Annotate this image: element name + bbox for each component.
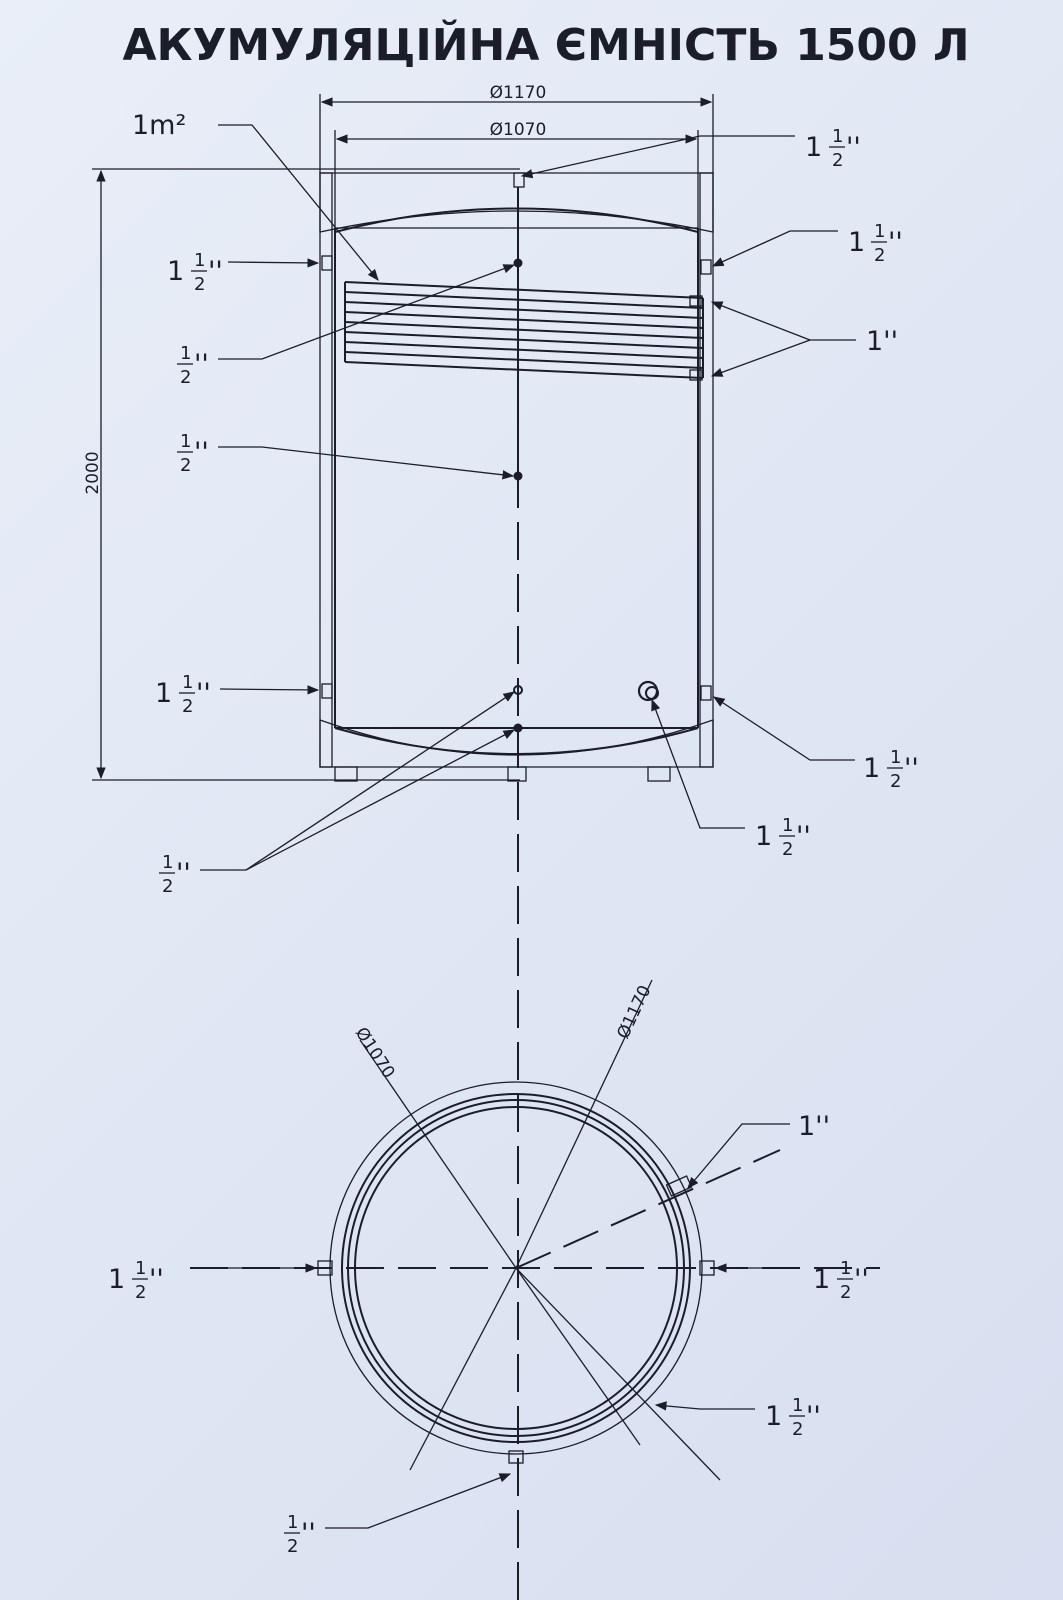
svg-text:1: 1 <box>135 1258 146 1279</box>
svg-text:'': '' <box>854 1264 869 1295</box>
svg-text:1'': 1'' <box>866 326 898 357</box>
svg-text:1: 1 <box>890 747 901 768</box>
svg-text:2: 2 <box>840 1282 851 1303</box>
svg-text:1: 1 <box>180 343 191 364</box>
tv-dim-inner: Ø1070 <box>351 1024 399 1082</box>
svg-text:1: 1 <box>805 132 822 163</box>
tv-label-left: 1 1 2 '' <box>108 1258 318 1303</box>
svg-text:'': '' <box>806 1401 821 1432</box>
svg-text:'': '' <box>176 858 191 889</box>
svg-text:2: 2 <box>890 771 901 792</box>
svg-text:1: 1 <box>874 221 885 242</box>
svg-text:2: 2 <box>782 839 793 860</box>
svg-text:1'': 1'' <box>798 1111 830 1142</box>
svg-text:2: 2 <box>194 274 205 295</box>
label-sensor-middle: 1 2 '' <box>177 431 515 480</box>
svg-text:1: 1 <box>840 1258 851 1279</box>
svg-text:1: 1 <box>792 1395 803 1416</box>
svg-text:1: 1 <box>755 821 772 852</box>
svg-text:'': '' <box>846 132 861 163</box>
tv-dim-outer: Ø1170 <box>613 982 655 1042</box>
svg-text:1: 1 <box>813 1264 830 1295</box>
svg-text:1: 1 <box>155 678 172 709</box>
svg-text:'': '' <box>194 349 209 380</box>
svg-text:2: 2 <box>874 245 885 266</box>
dim-outer-diameter: Ø1170 <box>490 83 547 103</box>
label-right-lower: 1 1 2 '' <box>713 696 919 792</box>
label-coil: 1'' <box>710 301 898 377</box>
svg-text:2: 2 <box>832 150 843 171</box>
label-bottom-port: 1 1 2 '' <box>651 698 811 860</box>
top-view: Ø1070 Ø1170 1'' 1 1 2 '' 1 1 2 '' 1 <box>108 979 880 1557</box>
svg-text:1: 1 <box>194 250 205 271</box>
svg-text:'': '' <box>301 1518 316 1549</box>
svg-text:1: 1 <box>848 227 865 258</box>
svg-text:1: 1 <box>180 431 191 452</box>
svg-text:1: 1 <box>863 753 880 784</box>
tv-label-bottom: 1 2 '' <box>284 1473 512 1557</box>
svg-text:2: 2 <box>287 1536 298 1557</box>
label-right-upper: 1 1 2 '' <box>711 221 903 267</box>
svg-text:'': '' <box>196 678 211 709</box>
tv-label-right: 1 1 2 '' <box>714 1258 869 1303</box>
tv-label-coil: 1'' <box>687 1111 830 1189</box>
svg-text:2: 2 <box>182 696 193 717</box>
coil-area-label: 1m² <box>132 110 186 141</box>
svg-text:2: 2 <box>180 367 191 388</box>
dim-height: 2000 <box>83 451 103 494</box>
side-view: Ø1170 Ø1070 2000 1m² 1 1 2 '' 1 1 2 '' <box>83 83 919 1600</box>
label-top-center: 1 1 2 '' <box>520 126 861 179</box>
svg-text:2: 2 <box>135 1282 146 1303</box>
svg-text:1: 1 <box>765 1401 782 1432</box>
svg-text:2: 2 <box>792 1419 803 1440</box>
svg-text:2: 2 <box>162 876 173 897</box>
svg-text:1: 1 <box>182 672 193 693</box>
label-sensor-upper: 1 2 '' <box>177 264 516 388</box>
svg-text:2: 2 <box>180 455 191 476</box>
tv-label-lower-right: 1 1 2 '' <box>654 1395 821 1440</box>
svg-text:'': '' <box>208 256 223 287</box>
svg-text:1: 1 <box>832 126 843 147</box>
svg-text:1: 1 <box>782 815 793 836</box>
svg-text:'': '' <box>149 1264 164 1295</box>
label-left-upper: 1 1 2 '' <box>167 250 320 295</box>
dim-inner-diameter: Ø1070 <box>490 120 547 140</box>
svg-text:'': '' <box>194 437 209 468</box>
label-bottom-sensors: 1 2 '' <box>159 691 516 897</box>
label-left-lower: 1 1 2 '' <box>155 672 320 717</box>
heat-exchanger-coil <box>344 281 704 381</box>
svg-text:'': '' <box>888 227 903 258</box>
svg-text:1: 1 <box>167 256 184 287</box>
svg-text:'': '' <box>904 753 919 784</box>
svg-text:1: 1 <box>287 1512 298 1533</box>
svg-text:'': '' <box>796 821 811 852</box>
page-title: АКУМУЛЯЦІЙНА ЄМНІСТЬ 1500 Л <box>122 18 969 71</box>
svg-text:1: 1 <box>108 1264 125 1295</box>
svg-text:1: 1 <box>162 852 173 873</box>
